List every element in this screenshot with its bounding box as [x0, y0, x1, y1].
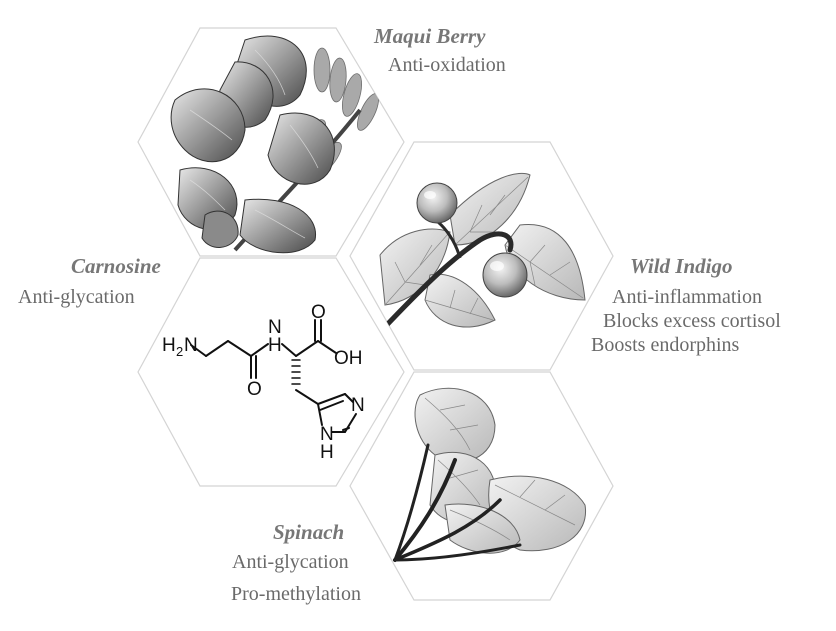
hexagon-maqui	[137, 27, 405, 257]
atom-oh: OH	[334, 348, 363, 369]
atom-h-amide: H	[268, 335, 282, 356]
wild-indigo-title: Wild Indigo	[630, 254, 733, 278]
atom-h: H	[162, 335, 176, 356]
atom-n-ring: N	[351, 395, 365, 416]
spinach-title: Spinach	[273, 520, 345, 544]
hexagon-carnosine	[137, 257, 405, 487]
spinach-benefit-1: Anti-glycation	[232, 551, 349, 573]
atom-subscript-2: 2	[176, 344, 183, 359]
maqui-berry-title: Maqui Berry	[374, 24, 486, 48]
wild-indigo-leaf-berry-illustration	[379, 172, 586, 333]
atom-n-amide: N	[268, 317, 282, 338]
atom-n-ring-h: N	[320, 424, 334, 445]
carnosine-benefit: Anti-glycation	[18, 286, 135, 308]
atom-h-ring: H	[320, 442, 334, 463]
hexagon-indigo	[349, 141, 614, 371]
carnosine-title: Carnosine	[71, 254, 161, 278]
wild-indigo-benefit-2: Blocks excess cortisol	[603, 310, 781, 332]
hexagon-spinach	[349, 371, 614, 601]
maqui-berry-benefit: Anti-oxidation	[388, 54, 506, 76]
atom-n-amine: N	[184, 335, 198, 356]
carnosine-molecule-structure	[190, 319, 357, 433]
spinach-leaves-illustration	[393, 387, 587, 562]
spinach-benefit-2: Pro-methylation	[231, 583, 361, 605]
wild-indigo-benefit-3: Boosts endorphins	[591, 334, 740, 356]
atom-o-carbonyl: O	[311, 302, 326, 323]
hexagon-outlines	[137, 27, 614, 601]
atom-o-amide: O	[247, 379, 262, 400]
molecule-atom-labels: H 2 N N H O OH O N N H	[162, 302, 365, 463]
wild-indigo-benefit-1: Anti-inflammation	[612, 286, 762, 308]
maqui-berry-flower-illustration	[170, 35, 379, 254]
